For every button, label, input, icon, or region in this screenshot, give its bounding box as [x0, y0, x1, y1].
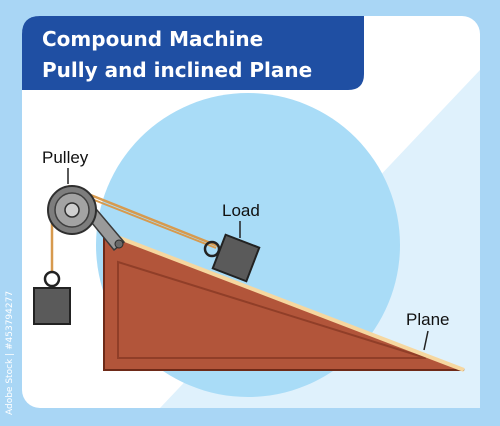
- title-banner: [22, 16, 364, 90]
- title-line-1: Compound Machine: [42, 27, 263, 51]
- inclined-plane-surface: [103, 230, 465, 372]
- inclined-plane-inner-bevel: [117, 260, 427, 359]
- plane-label-pointer: [423, 330, 429, 351]
- side-stock-mark: Adobe Stock | #453794277: [5, 291, 15, 415]
- load-hook: [203, 240, 221, 258]
- support-arm-bolt: [114, 239, 124, 249]
- hanging-weight-hook: [43, 270, 61, 288]
- rope-to-load-lower: [83, 195, 217, 249]
- hanging-weight: [33, 270, 71, 325]
- title-line-2: Pully and inclined Plane: [42, 58, 312, 82]
- plane-label: Plane: [406, 310, 449, 329]
- hanging-weight-block: [33, 287, 71, 325]
- pulley-axle: [64, 202, 80, 218]
- rope-to-load-upper: [67, 184, 219, 248]
- load-label: Load: [222, 201, 260, 220]
- pulley: [47, 185, 97, 235]
- pulley-label: Pulley: [42, 148, 89, 167]
